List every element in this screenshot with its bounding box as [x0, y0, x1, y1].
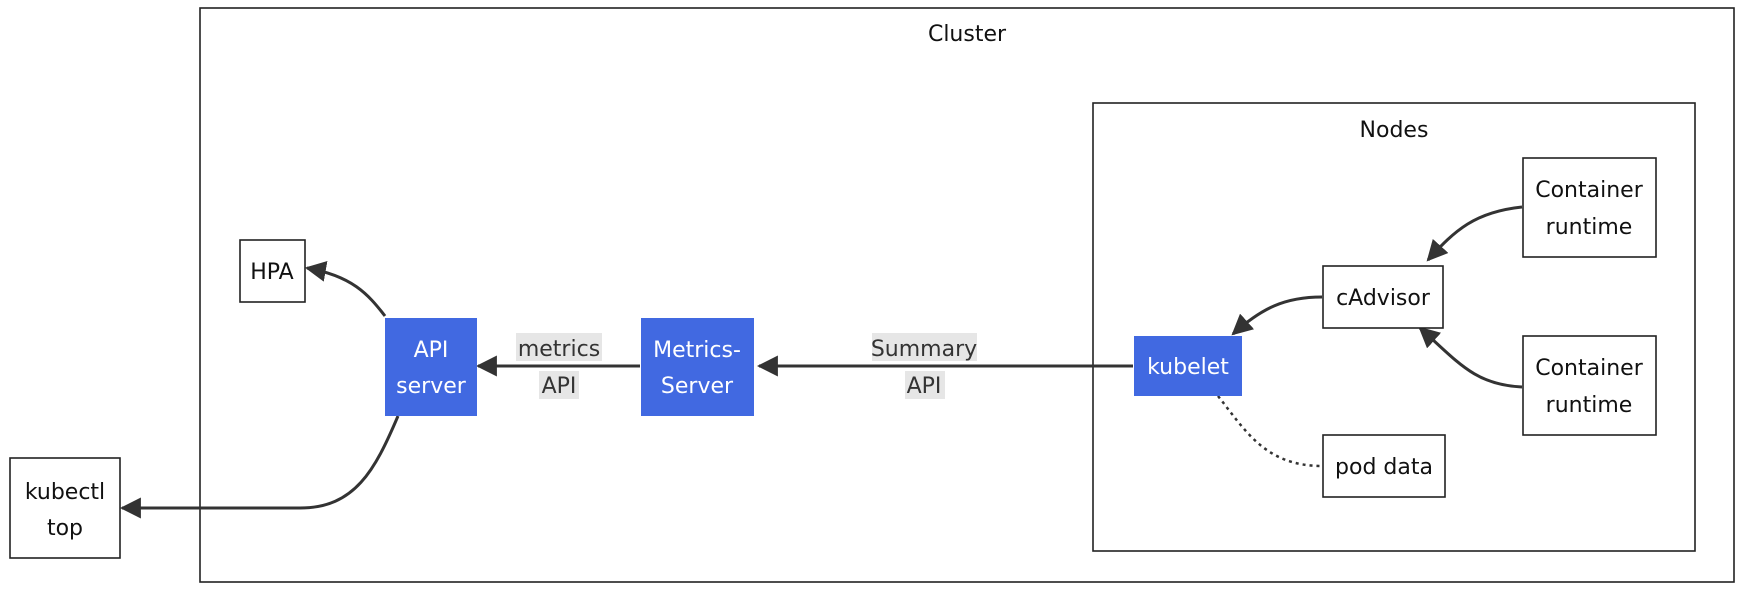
node-metrics-server-box[interactable] — [641, 318, 754, 416]
edge-label-metrics-api: metrics API — [516, 333, 602, 399]
node-container-runtime-bottom[interactable]: Container runtime — [1522, 335, 1657, 436]
nodes-group: Nodes — [1092, 102, 1696, 552]
node-kubectl-top-line1: kubectl — [25, 480, 105, 505]
node-container-runtime-top-box[interactable] — [1522, 157, 1657, 258]
edge-label-summary-bg — [872, 333, 977, 361]
edge-label-metrics-bg — [516, 333, 602, 361]
node-container-runtime-top-line1: Container — [1535, 178, 1643, 203]
node-pod-data[interactable]: pod data — [1322, 434, 1446, 498]
node-container-runtime-top[interactable]: Container runtime — [1522, 157, 1657, 258]
node-kubectl-top-box[interactable] — [9, 457, 121, 559]
edge-runtime-bottom-to-cadvisor — [1418, 326, 1523, 389]
node-kubelet-box[interactable] — [1134, 336, 1242, 396]
node-kubectl-top[interactable]: kubectl top — [9, 457, 121, 559]
node-kubelet[interactable]: kubelet — [1134, 336, 1242, 396]
cluster-title: Cluster — [928, 22, 1007, 47]
edge-api-server-to-hpa — [304, 260, 387, 317]
node-api-server-line1: API — [414, 338, 449, 363]
edge-runtime-top-to-cadvisor — [1426, 205, 1523, 262]
node-cadvisor[interactable]: cAdvisor — [1322, 265, 1444, 329]
nodes-title: Nodes — [1360, 118, 1429, 143]
node-metrics-server-line1: Metrics- — [653, 338, 741, 363]
node-container-runtime-top-line2: runtime — [1546, 215, 1633, 240]
edge-cadvisor-to-kubelet — [1231, 295, 1323, 336]
edge-label-summary-line2: API — [907, 374, 942, 399]
cluster-group: Cluster — [199, 7, 1735, 583]
node-metrics-server-line2: Server — [661, 374, 734, 399]
edge-label-metrics-line2: API — [542, 374, 577, 399]
node-hpa-label: HPA — [250, 260, 293, 285]
node-cadvisor-box[interactable] — [1322, 265, 1444, 329]
edge-label-summary-api-bg — [905, 371, 945, 399]
node-container-runtime-bottom-line1: Container — [1535, 356, 1643, 381]
node-api-server-line2: server — [396, 374, 467, 399]
node-metrics-server[interactable]: Metrics- Server — [641, 318, 754, 416]
node-api-server-box[interactable] — [385, 318, 477, 416]
node-container-runtime-bottom-line2: runtime — [1546, 393, 1633, 418]
edge-label-summary-api: Summary API — [871, 333, 977, 399]
node-pod-data-label: pod data — [1335, 455, 1433, 480]
edge-kubelet-to-pod-data — [1217, 395, 1323, 468]
node-kubelet-label: kubelet — [1147, 355, 1229, 380]
node-pod-data-box[interactable] — [1322, 434, 1446, 498]
edge-label-api-bg — [539, 371, 579, 399]
node-kubectl-top-line2: top — [47, 516, 83, 541]
edge-label-metrics-line1: metrics — [518, 337, 600, 362]
nodes-frame — [1092, 102, 1696, 552]
node-hpa[interactable]: HPA — [239, 239, 306, 303]
edge-label-summary-line1: Summary — [871, 337, 977, 362]
edges — [119, 205, 1523, 519]
node-container-runtime-bottom-box[interactable] — [1522, 335, 1657, 436]
node-cadvisor-label: cAdvisor — [1336, 286, 1431, 311]
node-hpa-box[interactable] — [239, 239, 306, 303]
node-api-server[interactable]: API server — [385, 318, 477, 416]
cluster-frame — [199, 7, 1735, 583]
edge-api-server-to-kubectl-top — [119, 415, 400, 519]
